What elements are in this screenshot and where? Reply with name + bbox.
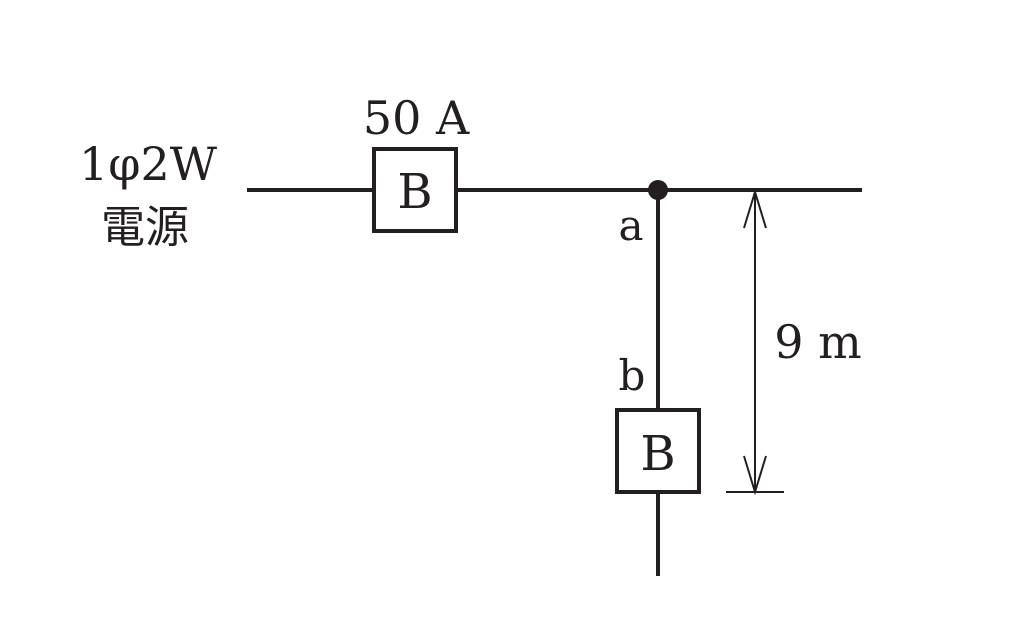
source-label-line2: 電源 xyxy=(101,202,189,253)
main-breaker-symbol: B xyxy=(397,164,432,220)
branch-breaker-symbol: B xyxy=(640,426,675,482)
main-breaker-box xyxy=(372,147,458,233)
branch-breaker-box xyxy=(615,408,701,494)
point-b-label: b xyxy=(619,351,646,400)
point-a-label: a xyxy=(618,201,643,250)
source-label-line1: 1φ2W xyxy=(79,137,218,191)
dimension-label: 9 m xyxy=(774,315,862,369)
dimension-arrow-top xyxy=(743,188,767,229)
main-breaker-rating: 50 A xyxy=(363,91,470,145)
